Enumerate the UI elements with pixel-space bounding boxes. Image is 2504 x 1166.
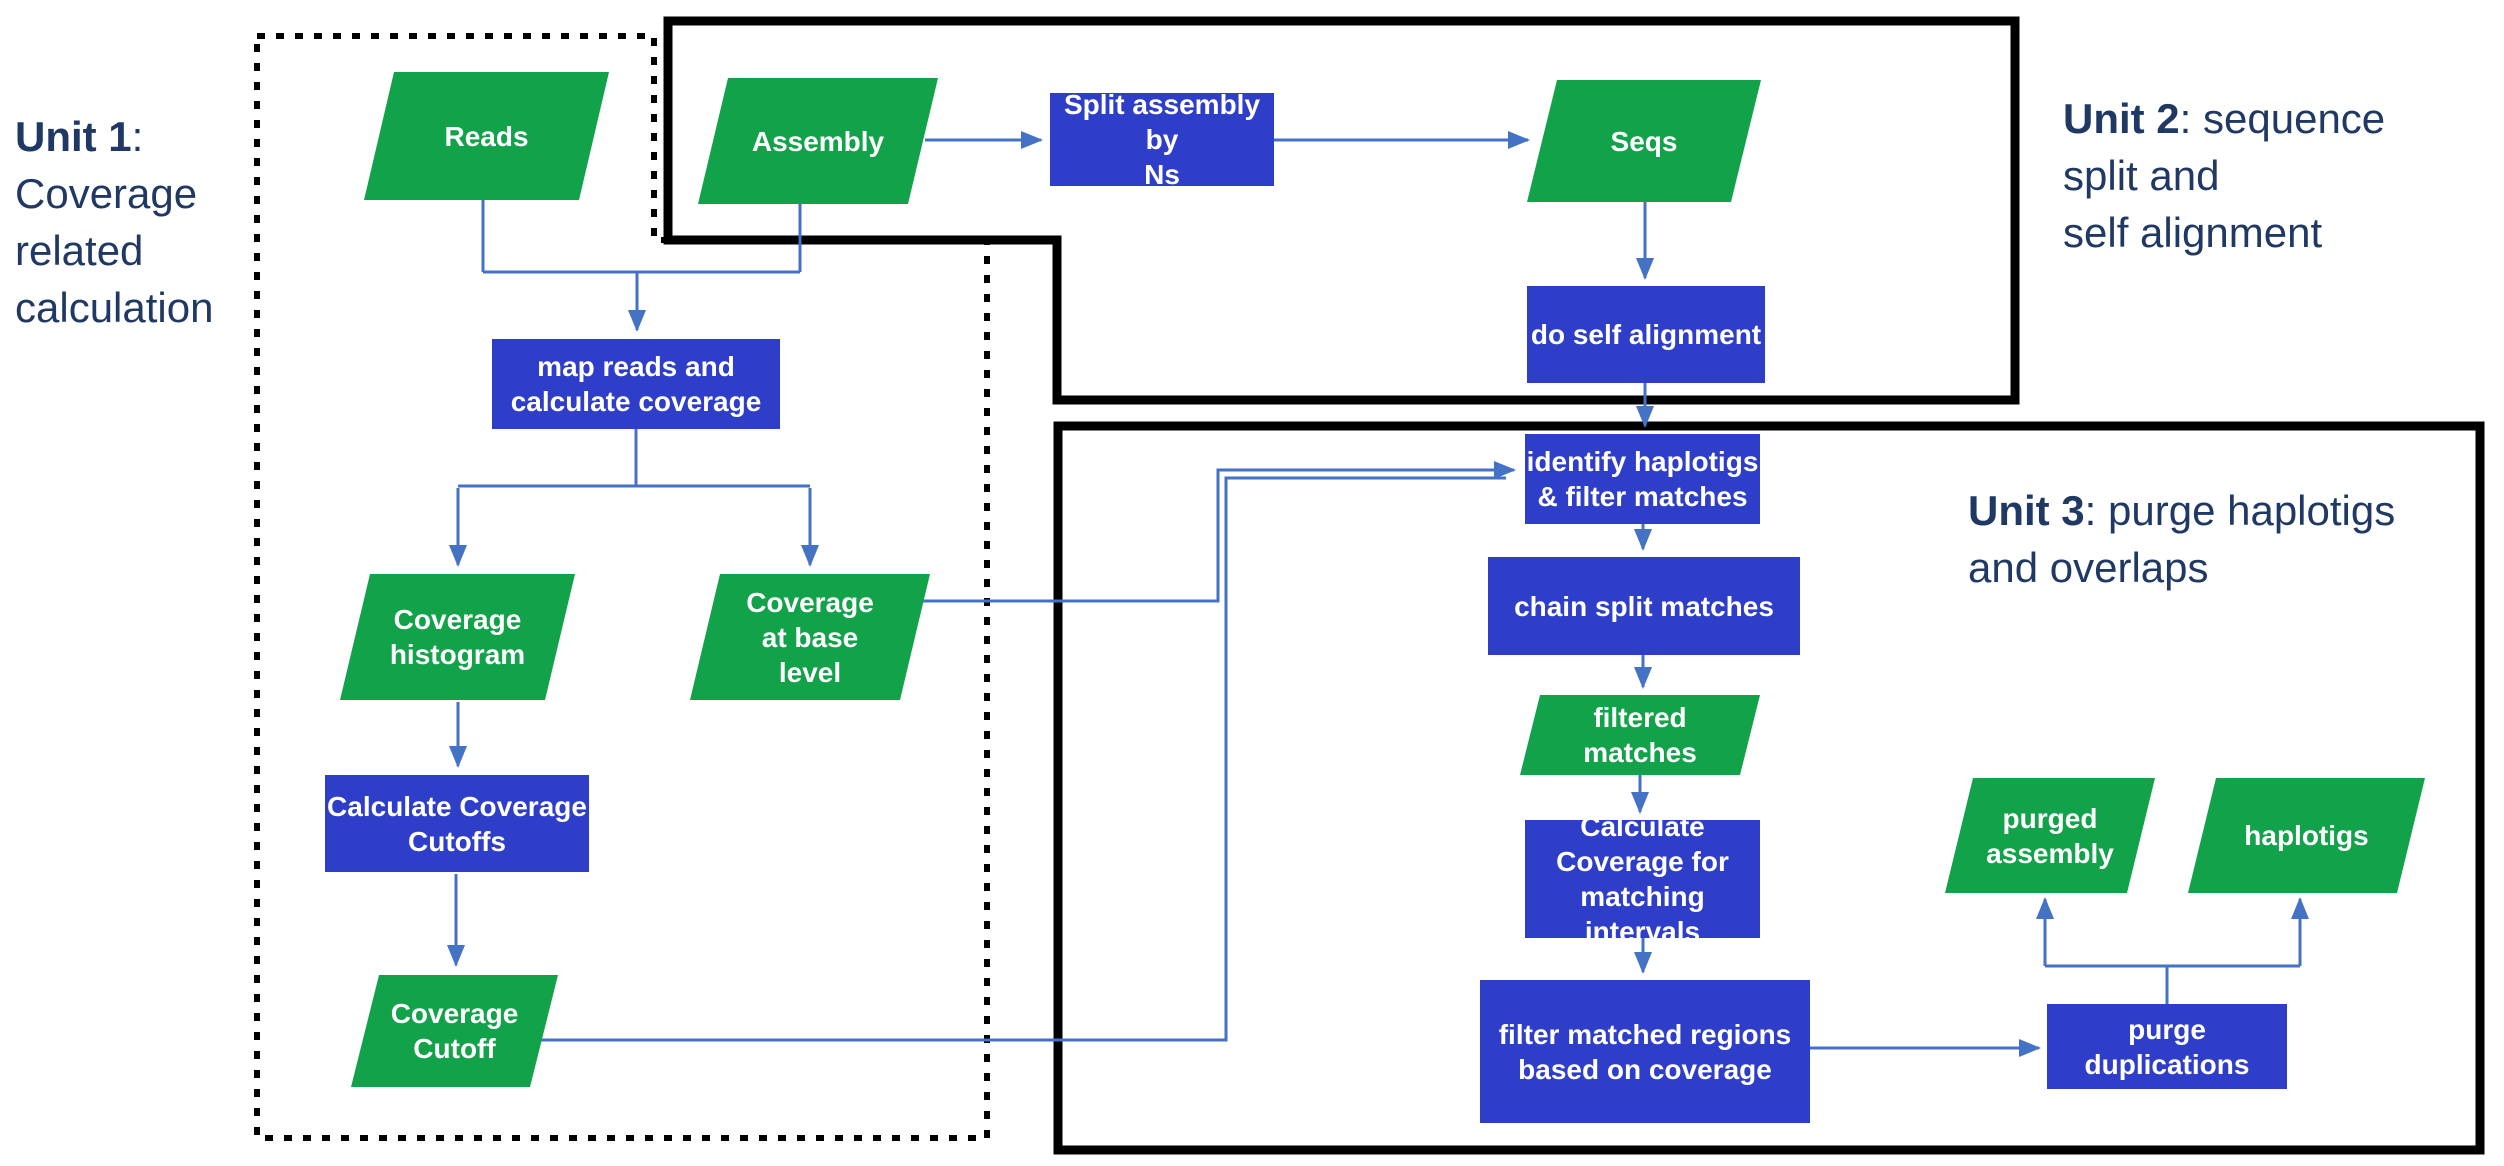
node-label: Seqs	[1610, 125, 1678, 157]
node-label: chain split matches	[1514, 590, 1774, 622]
arrow-coverage-base-to-identify	[910, 461, 1516, 603]
unit2-label: Unit 2: sequence split and self alignmen…	[2063, 90, 2493, 261]
node-purge-duplications: purge duplications	[2047, 1004, 2287, 1089]
node-assembly: Assembly	[698, 78, 938, 204]
node-calculate-coverage-intervals: Calculate Coverage for matching interval…	[1525, 811, 1760, 947]
node-coverage-histogram: Coverage histogram	[340, 574, 575, 700]
unit3-description: : purge haplotigs and overlaps	[1968, 487, 2396, 592]
node-label: do self alignment	[1530, 319, 1762, 350]
unit2-name: Unit 2	[2063, 95, 2180, 142]
node-haplotigs: haplotigs	[2188, 778, 2425, 893]
node-reads: Reads	[364, 72, 609, 200]
node-split-assembly-by-ns: Split assembly by Ns	[1050, 89, 1274, 190]
node-filter-matched-regions: filter matched regions based on coverage	[1480, 980, 1810, 1123]
unit3-label: Unit 3: purge haplotigs and overlaps	[1968, 482, 2488, 596]
node-label: Calculate Coverage Cutoffs	[327, 790, 587, 857]
node-filtered-matches: filtered matches	[1520, 695, 1760, 775]
node-label: Coverage histogram	[389, 604, 526, 670]
node-label: map reads and calculate coverage	[510, 351, 762, 417]
connector-purge-dup-split	[2045, 964, 2300, 1004]
node-identify-haplotigs: identify haplotigs & filter matches	[1525, 434, 1760, 524]
node-label: Coverage Cutoff	[390, 998, 519, 1064]
node-calculate-coverage-cutoffs: Calculate Coverage Cutoffs	[325, 775, 589, 872]
node-label: haplotigs	[2244, 820, 2369, 851]
node-do-self-alignment: do self alignment	[1527, 286, 1765, 383]
connector-reads-assembly-join	[481, 200, 802, 274]
node-map-reads: map reads and calculate coverage	[492, 339, 780, 429]
unit1-name: Unit 1	[15, 113, 132, 160]
node-seqs: Seqs	[1527, 80, 1761, 202]
node-label: Calculate Coverage for matching interval…	[1556, 811, 1729, 947]
node-chain-split-matches: chain split matches	[1488, 557, 1800, 655]
node-label: Reads	[444, 120, 529, 152]
unit2-region-border	[663, 16, 2020, 405]
connector-map-reads-split	[458, 429, 810, 488]
unit2-description: : sequence split and self alignment	[2063, 95, 2386, 257]
unit1-label: Unit 1: Coverage related calculation	[15, 108, 295, 336]
node-label: purged assembly	[1986, 802, 2114, 869]
unit1-description: : Coverage related calculation	[15, 113, 214, 332]
node-label: filtered matches	[1583, 702, 1697, 768]
node-label: Assembly	[751, 125, 885, 157]
connector-coverage-cutoff-to-identify	[540, 476, 1506, 1042]
node-label: identify haplotigs & filter matches	[1526, 446, 1759, 512]
unit3-region-border	[1053, 421, 2485, 1155]
node-label: Coverage at base level	[746, 586, 874, 688]
unit3-name: Unit 3	[1968, 487, 2085, 534]
node-label: filter matched regions based on coverage	[1498, 1018, 1792, 1085]
node-coverage-base-level: Coverage at base level	[690, 574, 930, 700]
node-purged-assembly: purged assembly	[1945, 778, 2155, 893]
node-coverage-cutoff: Coverage Cutoff	[351, 975, 558, 1087]
node-label: purge duplications	[2084, 1013, 2250, 1080]
node-label: Split assembly by Ns	[1063, 89, 1261, 190]
